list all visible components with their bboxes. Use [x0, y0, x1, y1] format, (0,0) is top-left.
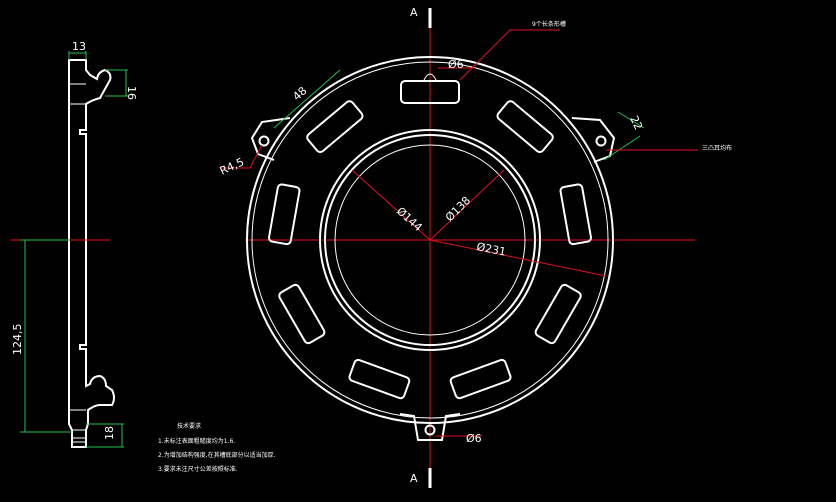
technical-notes: 技术要求 1.未标注表面粗糙度均为1.6. 2.为增加结构强度,在其槽底部分以适… [158, 422, 276, 473]
dim-hole-top-label: Ø6 [448, 58, 464, 71]
slot [559, 183, 592, 246]
dim-bore-dia-label: Ø138 [443, 194, 473, 224]
section-label-bottom: A [410, 472, 418, 485]
inner-bore-outer [319, 129, 541, 351]
lug-hole [258, 135, 270, 147]
dim-ext-line [603, 135, 641, 161]
lug-left [250, 117, 291, 161]
slot [496, 100, 554, 154]
slot [306, 100, 364, 154]
slot [449, 358, 512, 400]
side-view: 13 16 124,5 18 [10, 40, 138, 448]
inner-bore [324, 134, 536, 346]
slot [400, 80, 460, 104]
dim-line-tab [617, 111, 645, 129]
dim-width-label: 13 [72, 40, 86, 53]
slot [268, 183, 301, 246]
inner-step-circle [334, 144, 526, 336]
slot-group [268, 73, 592, 400]
lug-right [571, 117, 616, 163]
lug-hole [424, 424, 436, 436]
callout-lugs: 三凸耳均布 [702, 144, 732, 152]
dim-line-inner [351, 169, 431, 241]
tech-note-line-3: 3.要求未注尺寸公差按照标准. [158, 465, 238, 473]
dim-notch-label: 16 [125, 86, 138, 100]
section-label-top: A [410, 6, 418, 19]
dim-inner-dia-label: Ø144 [394, 205, 425, 235]
front-view: A A Ø6 9个长条形槽 48 [218, 6, 732, 488]
dim-radius-label: R4,5 [218, 155, 246, 177]
callout-leader-slots [459, 29, 560, 81]
outer-ring-inner-edge [251, 61, 609, 419]
dim-line-outer [429, 239, 607, 277]
dim-height-label: 124,5 [11, 324, 24, 356]
dim-bottom-label: 18 [103, 426, 116, 440]
lug-hole [595, 135, 607, 147]
tech-note-line-2: 2.为增加结构强度,在其槽底部分以适当加厚. [158, 451, 276, 459]
top-slot-notch [423, 73, 437, 81]
dim-outer-dia-label: Ø231 [475, 240, 507, 258]
dim-line-bore [429, 169, 505, 241]
slot [534, 283, 582, 345]
dim-slot-length-label: 48 [290, 84, 309, 103]
dim-hole-bottom-label: Ø6 [466, 432, 482, 445]
slot [348, 358, 411, 400]
dim-leader [222, 144, 263, 169]
dim-tab-label: 22 [627, 114, 645, 132]
tech-note-line-1: 1.未标注表面粗糙度均为1.6. [158, 437, 235, 445]
outer-ring [246, 56, 614, 424]
callout-slots: 9个长条形槽 [532, 20, 566, 28]
dim-line-slot [273, 69, 341, 129]
slot [278, 283, 326, 345]
side-view-outline [68, 59, 115, 448]
lug-bottom [399, 413, 461, 441]
tech-notes-title: 技术要求 [177, 422, 201, 430]
